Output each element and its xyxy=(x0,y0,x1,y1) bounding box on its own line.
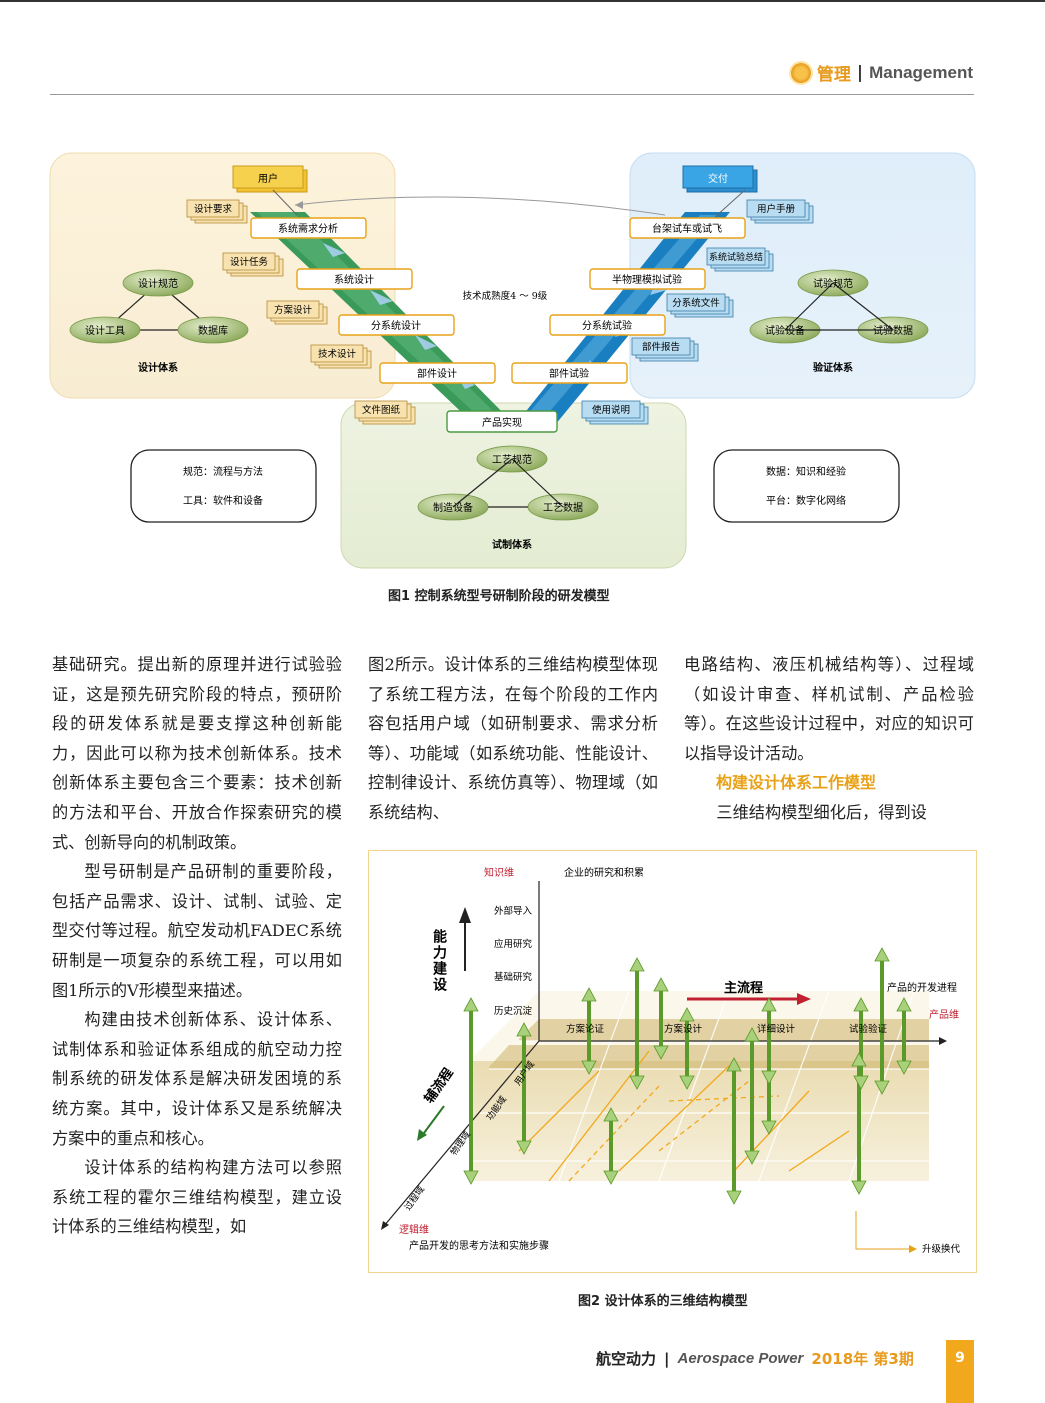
fig1-right-step: 分系统试验 xyxy=(582,319,632,332)
fig1-verify-node: 试验设备 xyxy=(765,324,805,337)
fig2-knowledge-desc: 企业的研究和积累 xyxy=(564,866,644,879)
page-footer: 航空动力 | Aerospace Power 2018年 第3期 xyxy=(596,1348,914,1369)
figure1-caption: 图1 控制系统型号研制阶段的研发模型 xyxy=(388,589,610,604)
fig1-right-doc: 分系统文件 xyxy=(672,297,720,309)
issue-label: 2018年 第3期 xyxy=(811,1350,914,1368)
fig1-left-box-line: 工具：软件和设备 xyxy=(183,494,263,507)
fig1-design-node: 数据库 xyxy=(198,324,228,337)
figure1-v-model: 用户 交付 系统需求分析 系统设计 分系统设计 部件设计 台架试车或试飞 半物理… xyxy=(49,152,976,569)
fig1-left-step: 系统设计 xyxy=(334,273,374,286)
fig1-right-box-line: 平台：数字化网络 xyxy=(766,494,846,507)
figure2-3d-model: 知识维 企业的研究和积累 能力建设 外部导入 应用研究 基础研究 历史沉淀 主流… xyxy=(368,850,977,1273)
fig1-left-doc: 设计要求 xyxy=(194,203,233,215)
fig1-verify-label: 验证体系 xyxy=(813,361,853,374)
paragraph: 图2所示。设计体系的三维结构模型体现了系统工程方法，在每个阶段的工作内容包括用户… xyxy=(368,655,658,822)
figure2-caption: 图2 设计体系的三维结构模型 xyxy=(578,1294,748,1309)
fig1-left-doc: 技术设计 xyxy=(318,348,357,360)
text-column-1: 基础研究。提出新的原理并进行试验验证，这是预先研究阶段的特点，预研阶段的研发体系… xyxy=(52,650,342,1242)
fig1-maturity: 技术成熟度4 ～ 9级 xyxy=(463,290,548,302)
paragraph: 三维结构模型细化后，得到设 xyxy=(716,802,927,822)
fig1-left-step: 分系统设计 xyxy=(371,319,421,332)
paragraph: 构建由技术创新体系、设计体系、试制体系和验证体系组成的航空动力控制系统的研发体系… xyxy=(52,1010,342,1148)
fig2-product-progress: 产品的开发进程 xyxy=(887,981,957,994)
fig1-right-doc: 系统试验总结 xyxy=(709,251,763,263)
fig1-make-node: 制造设备 xyxy=(433,501,473,514)
fig1-right-step: 部件试验 xyxy=(549,367,589,380)
fig2-level: 外部导入 xyxy=(494,905,533,917)
fig2-stage: 详细设计 xyxy=(757,1023,796,1035)
fig1-right-doc: 使用说明 xyxy=(592,404,630,416)
fig1-right-step: 台架试车或试飞 xyxy=(652,222,722,235)
fig2-level: 历史沉淀 xyxy=(494,1005,533,1017)
fig2-domain: 过程域 xyxy=(402,1184,427,1213)
fig1-left-step: 部件设计 xyxy=(417,367,457,380)
sun-logo-icon xyxy=(790,62,811,83)
fig1-design-node: 设计规范 xyxy=(138,277,178,290)
header-separator: | xyxy=(856,62,864,83)
section-heading: 构建设计体系工作模型 xyxy=(716,773,877,793)
fig1-product-step: 产品实现 xyxy=(482,416,522,429)
paragraph: 设计体系的结构构建方法可以参照系统工程的霍尔三维结构模型，建立设计体系的三维结构… xyxy=(52,1158,342,1237)
section-title-en: Management xyxy=(869,62,973,82)
journal-name-en: Aerospace Power xyxy=(677,1350,804,1367)
fig1-make-node: 工艺规范 xyxy=(492,453,532,466)
page-number: 9 xyxy=(946,1340,974,1403)
fig1-right-box-line: 数据：知识和经验 xyxy=(766,465,846,478)
fig2-knowledge-axis: 知识维 xyxy=(484,866,514,879)
fig2-stage: 方案论证 xyxy=(566,1023,605,1035)
fig1-verify-node: 试验数据 xyxy=(873,324,913,337)
fig2-capability: 能力建设 xyxy=(431,928,447,993)
fig1-left-doc: 文件图纸 xyxy=(362,404,401,416)
fig2-level: 基础研究 xyxy=(494,971,533,983)
section-header: 管理 | Management xyxy=(790,60,973,85)
paragraph: 电路结构、液压机械结构等）、过程域（如设计审查、样机试制、产品检验等）。在这些设… xyxy=(684,655,974,763)
fig1-right-step: 半物理模拟试验 xyxy=(612,273,682,286)
fig1-left-step: 系统需求分析 xyxy=(278,222,338,235)
fig1-left-doc: 方案设计 xyxy=(274,304,313,316)
text-column-2: 图2所示。设计体系的三维结构模型体现了系统工程方法，在每个阶段的工作内容包括用户… xyxy=(368,650,658,828)
fig1-make-node: 工艺数据 xyxy=(543,501,583,514)
fig1-left-doc: 设计任务 xyxy=(230,256,269,268)
fig1-right-doc: 用户手册 xyxy=(757,203,796,215)
paragraph: 基础研究。提出新的原理并进行试验验证，这是预先研究阶段的特点，预研阶段的研发体系… xyxy=(52,655,342,852)
fig2-logic-axis: 逻辑维 xyxy=(399,1223,429,1236)
fig1-design-node: 设计工具 xyxy=(85,324,125,337)
fig2-logic-desc: 产品开发的思考方法和实施步骤 xyxy=(409,1239,549,1252)
fig2-upgrade: 升级换代 xyxy=(922,1243,961,1255)
fig2-main-flow: 主流程 xyxy=(724,980,763,996)
fig1-design-label: 设计体系 xyxy=(138,361,178,374)
fig2-product-axis: 产品维 xyxy=(929,1008,959,1021)
fig2-stage: 试验验证 xyxy=(849,1023,888,1035)
paragraph: 型号研制是产品研制的重要阶段，包括产品需求、设计、试制、试验、定型交付等过程。航… xyxy=(52,862,342,1000)
fig2-aux-flow: 辅流程 xyxy=(421,1065,456,1106)
fig1-deliver: 交付 xyxy=(708,172,728,185)
fig1-left-box-line: 规范：流程与方法 xyxy=(183,465,263,478)
footer-separator: | xyxy=(664,1349,670,1368)
text-column-3: 电路结构、液压机械结构等）、过程域（如设计审查、样机试制、产品检验等）。在这些设… xyxy=(684,650,974,828)
fig2-level: 应用研究 xyxy=(494,938,533,950)
fig1-user: 用户 xyxy=(258,172,278,185)
fig1-verify-node: 试验规范 xyxy=(813,277,853,290)
top-rule xyxy=(0,0,1045,2)
header-rule xyxy=(50,94,974,95)
section-title-cn: 管理 xyxy=(816,65,851,85)
fig2-stage: 方案设计 xyxy=(664,1023,703,1035)
fig1-make-label: 试制体系 xyxy=(492,538,532,551)
fig1-right-doc: 部件报告 xyxy=(642,341,680,353)
journal-name-cn: 航空动力 xyxy=(596,1350,657,1368)
